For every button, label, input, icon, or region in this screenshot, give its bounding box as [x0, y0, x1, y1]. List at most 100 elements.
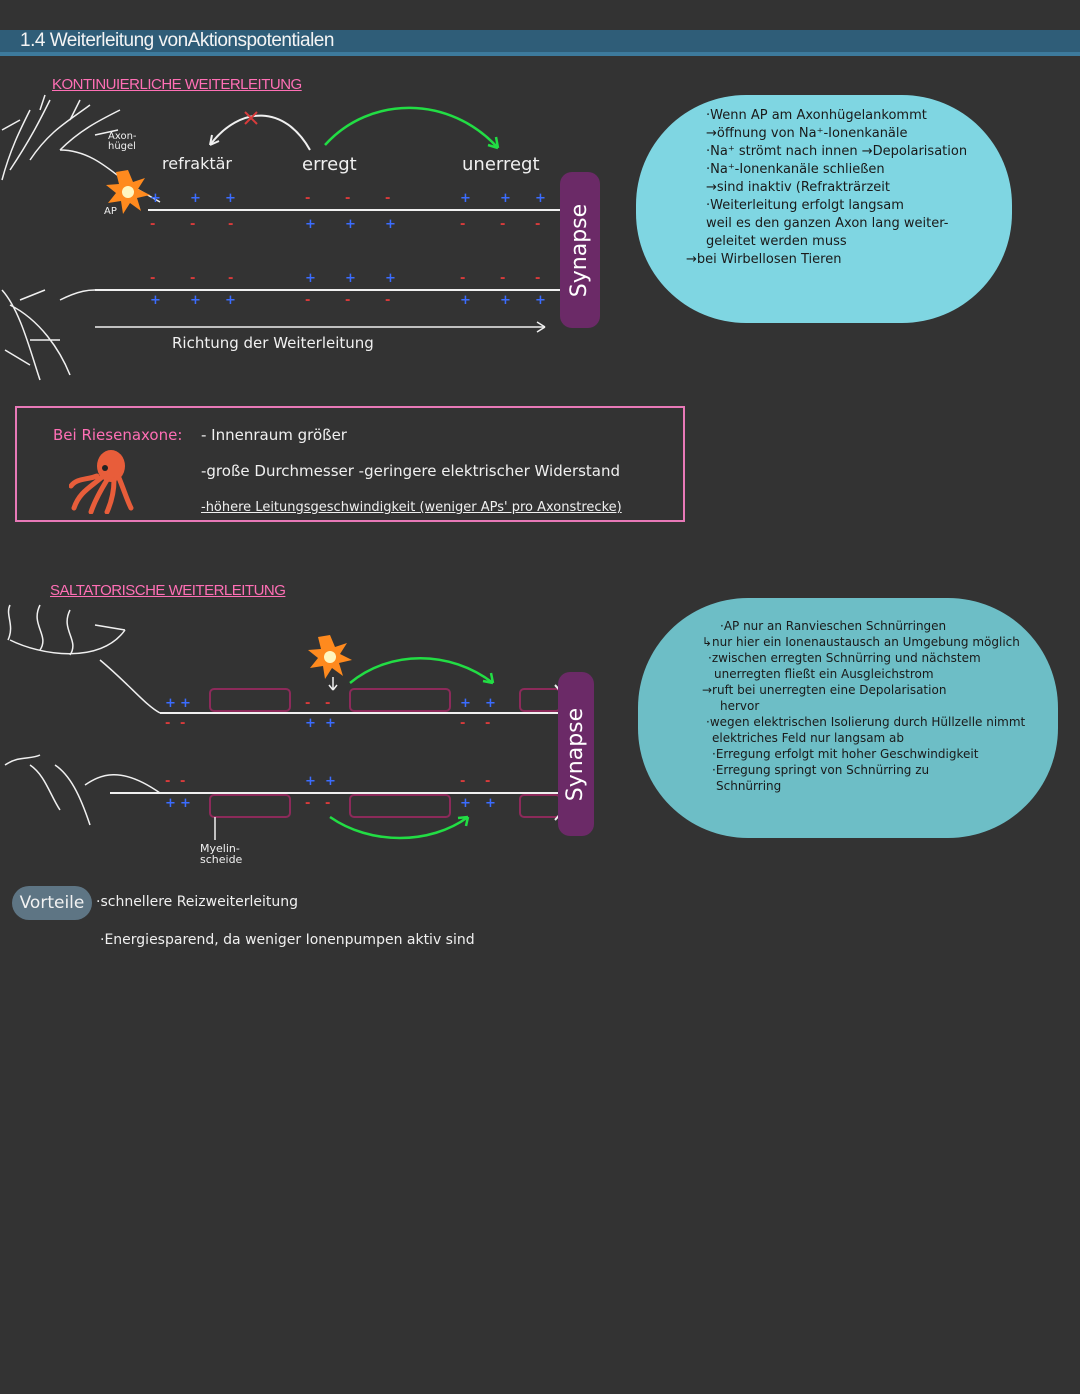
svg-text:-: - — [460, 774, 465, 789]
svg-text:-: - — [345, 293, 350, 308]
svg-text:+: + — [485, 696, 496, 711]
svg-text:-: - — [150, 271, 155, 286]
action-potential-burst-icon — [106, 170, 150, 214]
svg-text:+: + — [535, 191, 546, 206]
saltatory-note-list: ·AP nur an Ranvieschen Schnürringen ↳nur… — [702, 618, 1025, 794]
svg-text:-: - — [228, 217, 233, 232]
page-title-bar: 1.4 Weiterleitung vonAktionspotentialen — [0, 30, 1080, 56]
svg-text:-: - — [305, 191, 310, 206]
note-line: ·wegen elektrischen Isolierung durch Hül… — [706, 715, 1026, 729]
saltatory-heading: SALTATORISCHE WEITERLEITUNG — [50, 582, 286, 599]
page-title: 1.4 Weiterleitung vonAktionspotentialen — [20, 30, 334, 51]
svg-text:-: - — [485, 774, 490, 789]
svg-text:+: + — [165, 696, 176, 711]
svg-text:-: - — [535, 271, 540, 286]
svg-text:-: - — [305, 796, 310, 811]
svg-text:+: + — [345, 271, 356, 286]
refractory-arrow — [209, 114, 311, 151]
note-line: ·zwischen erregten Schnürring und nächst… — [708, 651, 981, 665]
ap-label: AP — [104, 206, 117, 217]
svg-text:+: + — [345, 217, 356, 232]
svg-text:+: + — [460, 696, 471, 711]
svg-text:+: + — [385, 271, 396, 286]
svg-text:+: + — [305, 217, 316, 232]
svg-text:-: - — [500, 217, 505, 232]
note-line: unerregten fließt ein Ausgleichstrom — [714, 667, 934, 681]
svg-text:+: + — [500, 293, 511, 308]
continuous-heading: KONTINUIERLICHE WEITERLEITUNG — [52, 76, 302, 93]
myelin-sheaths — [209, 688, 561, 818]
svg-text:-: - — [385, 191, 390, 206]
note-line: geleitet werden muss — [706, 234, 847, 249]
svg-text:-: - — [385, 293, 390, 308]
svg-text:-: - — [485, 716, 490, 731]
giant-axon-label: Bei Riesenaxone: — [53, 426, 183, 444]
svg-text:-: - — [460, 217, 465, 232]
svg-text:-: - — [535, 217, 540, 232]
continuous-note-list: ·Wenn AP am Axonhügelankommt →öffnung vo… — [686, 107, 967, 269]
svg-text:+: + — [460, 293, 471, 308]
giant-axon-box: Bei Riesenaxone: - Innenraum größer -gro… — [15, 406, 685, 522]
svg-text:+: + — [225, 191, 236, 206]
note-line: ↳nur hier ein Ionenaustausch an Umgebung… — [702, 635, 1020, 649]
saltatory-note: ·AP nur an Ranvieschen Schnürringen ↳nur… — [638, 598, 1058, 838]
saltatory-current-arrow — [329, 815, 469, 840]
svg-text:+: + — [535, 293, 546, 308]
note-line: Schnürring — [716, 779, 782, 793]
excitation-arrow — [324, 106, 499, 149]
note-line: ·Erregung erfolgt mit hoher Geschwindigk… — [712, 747, 979, 761]
svg-text:+: + — [190, 191, 201, 206]
saltatory-diagram: ++ -- -- ++ ++ -- -- ++ ++ -- -- ++ — [4, 604, 565, 840]
giant-axon-point: -höhere Leitungsgeschwindigkeit (weniger… — [201, 500, 622, 515]
state-excited: erregt — [302, 154, 357, 175]
note-line: hervor — [720, 699, 760, 713]
neuron-dendrites-icon — [4, 604, 161, 826]
svg-text:+: + — [460, 796, 471, 811]
note-line: weil es den ganzen Axon lang weiter- — [706, 216, 949, 231]
synapse-block: Synapse — [558, 672, 594, 836]
svg-text:+: + — [150, 191, 161, 206]
svg-text:-: - — [190, 271, 195, 286]
note-line: →öffnung von Na⁺-Ionenkanäle — [706, 126, 908, 141]
svg-text:+: + — [180, 796, 191, 811]
svg-text:+: + — [385, 217, 396, 232]
synapse-block: Synapse — [560, 172, 600, 328]
svg-text:+: + — [305, 271, 316, 286]
svg-text:-: - — [345, 191, 350, 206]
svg-text:+: + — [305, 774, 316, 789]
svg-text:+: + — [305, 716, 316, 731]
svg-text:+: + — [165, 796, 176, 811]
action-potential-burst-icon — [308, 635, 352, 679]
giant-axon-point: - Innenraum größer — [201, 426, 347, 444]
svg-text:-: - — [150, 217, 155, 232]
svg-text:-: - — [180, 774, 185, 789]
note-line: →ruft bei unerregten eine Depolarisation — [702, 683, 947, 697]
svg-text:-: - — [190, 217, 195, 232]
note-line: →bei Wirbellosen Tieren — [686, 252, 842, 267]
svg-text:-: - — [165, 716, 170, 731]
svg-text:-: - — [325, 796, 330, 811]
state-refractory: refraktär — [162, 154, 233, 173]
blocked-cross-icon — [244, 111, 258, 125]
svg-text:-: - — [165, 774, 170, 789]
giant-axon-point: -große Durchmesser -geringere elektrisch… — [201, 462, 621, 480]
note-line: elektriches Feld nur langsam ab — [712, 731, 905, 745]
svg-text:+: + — [325, 716, 336, 731]
advantage-item: ·schnellere Reizweiterleitung — [96, 894, 298, 910]
note-line: ·Weiterleitung erfolgt langsam — [706, 198, 904, 213]
advantage-item: ·Energiesparend, da weniger Ionenpumpen … — [100, 932, 475, 948]
svg-text:+: + — [460, 191, 471, 206]
note-line: ·Wenn AP am Axonhügelankommt — [706, 108, 927, 123]
state-unexcited: unerregt — [462, 154, 540, 175]
svg-text:-: - — [305, 293, 310, 308]
squid-icon — [69, 450, 134, 514]
svg-text:+: + — [225, 293, 236, 308]
svg-text:+: + — [190, 293, 201, 308]
svg-text:-: - — [460, 271, 465, 286]
continuous-note: ·Wenn AP am Axonhügelankommt →öffnung vo… — [636, 95, 1012, 323]
svg-text:+: + — [500, 191, 511, 206]
axon-hillock-label: Axon- hügel — [108, 131, 137, 152]
note-line: ·Erregung springt von Schnürring zu — [712, 763, 930, 777]
svg-text:-: - — [228, 271, 233, 286]
advantages-badge: Vorteile — [12, 886, 92, 920]
